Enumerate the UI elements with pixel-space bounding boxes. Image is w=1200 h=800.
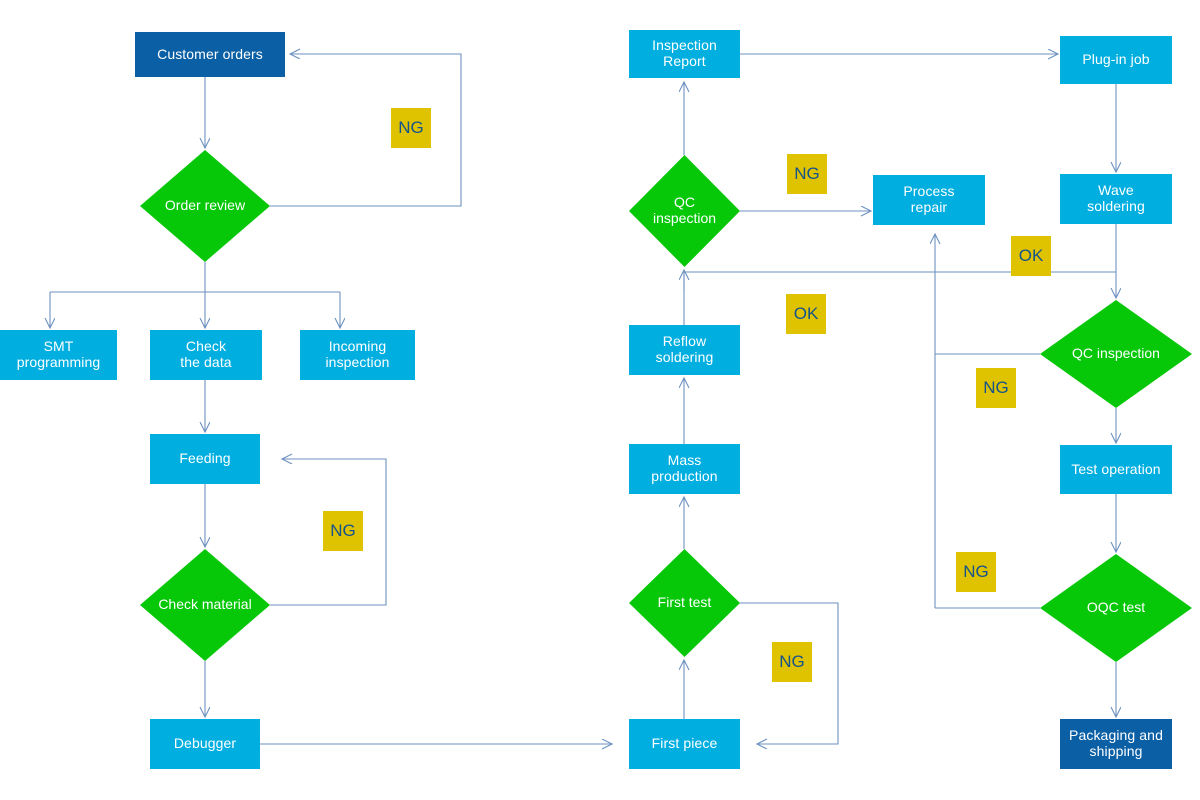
node-check-material[interactable]: Check material — [140, 549, 270, 661]
badge-ng-first-test: NG — [772, 642, 812, 682]
node-label: OQC test — [1086, 599, 1146, 616]
badge-ng-qc-inspection-2: NG — [976, 368, 1016, 408]
node-check-the-data[interactable]: Check the data — [150, 330, 262, 380]
node-label: QC inspection — [1072, 345, 1160, 362]
node-packaging-and-shipping[interactable]: Packaging and shipping — [1060, 719, 1172, 769]
node-first-piece[interactable]: First piece — [629, 719, 740, 769]
node-label: Check material — [158, 596, 252, 613]
node-incoming-inspection[interactable]: Incoming inspection — [300, 330, 415, 380]
node-order-review[interactable]: Order review — [140, 150, 270, 262]
badge-ng-order-review: NG — [391, 108, 431, 148]
node-label: QC inspection — [652, 194, 717, 226]
node-reflow-soldering[interactable]: Reflow soldering — [629, 325, 740, 375]
node-process-repair[interactable]: Process repair — [873, 175, 985, 225]
node-wave-soldering[interactable]: Wave soldering — [1060, 174, 1172, 224]
badge-ng-qc-inspection-1: NG — [787, 154, 827, 194]
node-feeding[interactable]: Feeding — [150, 434, 260, 484]
node-oqc-test[interactable]: OQC test — [1040, 554, 1192, 662]
node-mass-production[interactable]: Mass production — [629, 444, 740, 494]
edge-order-review-ng-to-customer-orders — [270, 54, 462, 207]
badge-ok-wave-soldering: OK — [1011, 236, 1051, 276]
node-test-operation[interactable]: Test operation — [1060, 445, 1172, 494]
node-qc-inspection-2[interactable]: QC inspection — [1040, 300, 1192, 408]
node-qc-inspection-1[interactable]: QC inspection — [629, 155, 740, 267]
node-debugger[interactable]: Debugger — [150, 719, 260, 769]
node-first-test[interactable]: First test — [629, 549, 740, 657]
node-smt-programming[interactable]: SMT programming — [0, 330, 117, 380]
badge-ng-oqc-test: NG — [956, 552, 996, 592]
node-label: First test — [657, 594, 712, 611]
badge-ok-qc-inspection-1: OK — [786, 294, 826, 334]
node-label: Order review — [164, 197, 246, 214]
node-plug-in-job[interactable]: Plug-in job — [1060, 36, 1172, 84]
node-inspection-report[interactable]: Inspection Report — [629, 30, 740, 78]
node-customer-orders[interactable]: Customer orders — [135, 32, 285, 77]
badge-ng-check-material: NG — [323, 511, 363, 551]
